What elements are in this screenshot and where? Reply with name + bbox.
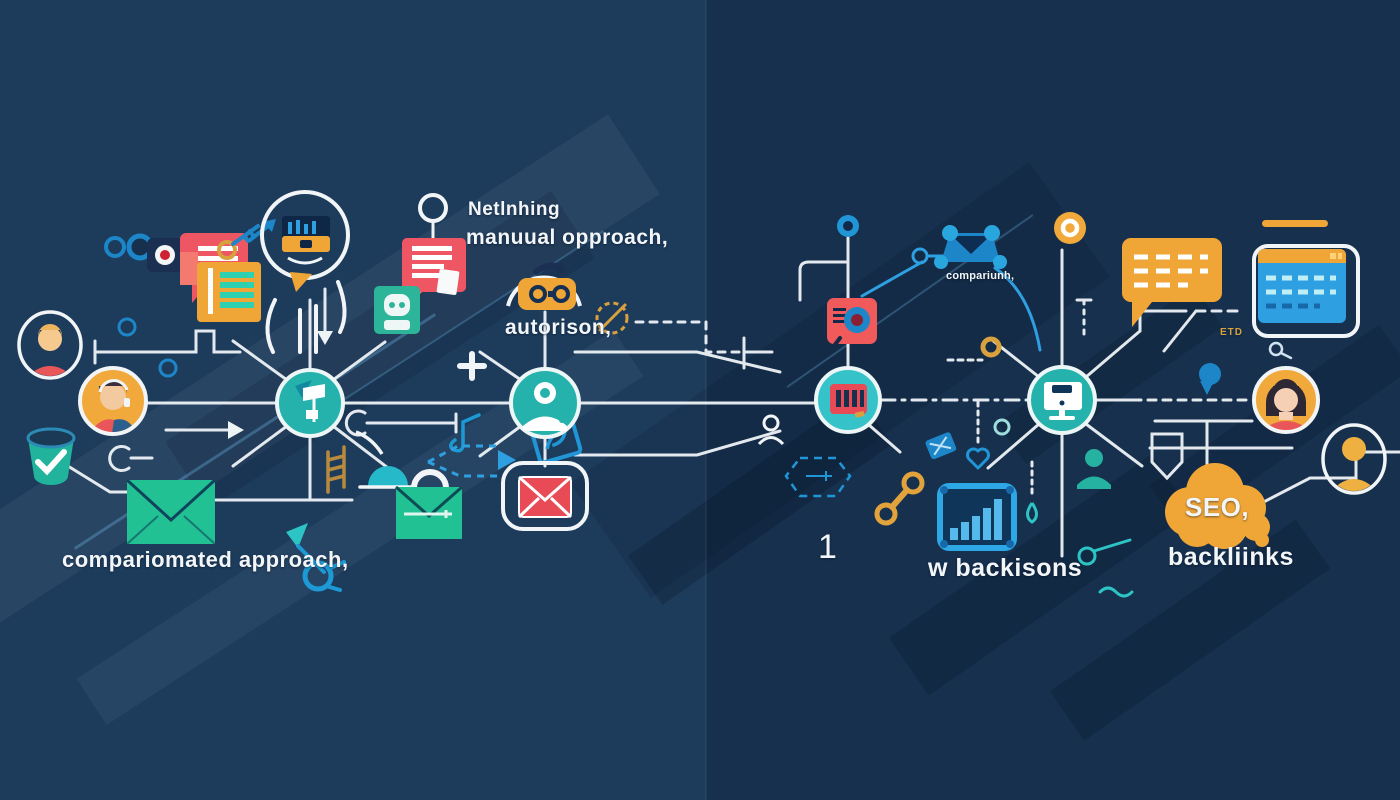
send-bird-icon [286,523,346,592]
hub-monitor-icon [1027,365,1097,435]
hexagon-icon [784,456,852,498]
chat-dashed-icon [1122,238,1222,327]
comma-icon [1199,363,1221,395]
bell-icon [355,430,416,489]
left-sub-label: autorison, [505,316,612,339]
tiny-glyph-label: ETD [1220,327,1243,338]
magnifier-icon [1268,341,1293,360]
woman-avatar [1252,366,1320,434]
search-eye-icon [827,298,877,348]
dashed-arrow-icon [427,444,516,478]
coin-icon [595,301,629,335]
panel-divider [705,0,707,800]
person-silhouette-icon [1077,449,1111,489]
ring-icon [117,317,178,378]
tag-icon [925,432,957,460]
gold-ring-icon [980,336,1002,358]
orange-ring-icon [1054,212,1086,244]
headset-avatar [78,366,148,436]
briefcase-envelope-icon [395,469,463,539]
yellow-person-avatar [1321,423,1387,495]
hub-barcode-icon [814,366,882,434]
music-note-icon [449,413,481,453]
robot-icon [374,286,420,334]
left-heading-line2: manuual opproach, [466,226,669,249]
node-dot-icon [837,215,859,237]
key-icon [217,224,260,260]
mascot-head-icon [260,190,350,354]
connector-lines [61,235,1400,558]
seo-cloud-icon [1165,463,1270,549]
left-caption: compariomated approach, [62,547,349,572]
right-caption: w backisons [928,554,1083,582]
network-node-icon [934,225,1007,269]
droplet-icon [1026,502,1038,524]
mail-card-icon [501,461,589,531]
arrowheads [228,331,333,439]
heart-icon [966,447,990,470]
person-outline-icon [757,414,785,446]
arc-radio-icon [506,262,582,310]
right-small-label: compariunh, [946,270,1015,282]
envelope-icon [125,478,217,545]
ladder-icon [326,445,346,494]
cloud-caption: backliinks [1168,543,1294,571]
red-document-icon [402,238,466,312]
browser-icon [1252,220,1360,338]
document-icon [197,262,261,322]
hub-flag-icon [275,368,345,438]
number-label: 1 [818,528,838,566]
plus-icon [457,351,487,381]
hub-user-icon [509,367,581,439]
bar-chart-icon [937,483,1017,551]
avatar [17,310,83,380]
teal-ring-icon [993,418,1011,436]
bucket-check-icon [26,427,76,485]
link-icon [874,471,925,526]
camera-dot-icon [147,238,183,272]
cloud-label: SEO, [1185,492,1250,522]
left-heading-line1: Netlnhing [468,199,561,220]
